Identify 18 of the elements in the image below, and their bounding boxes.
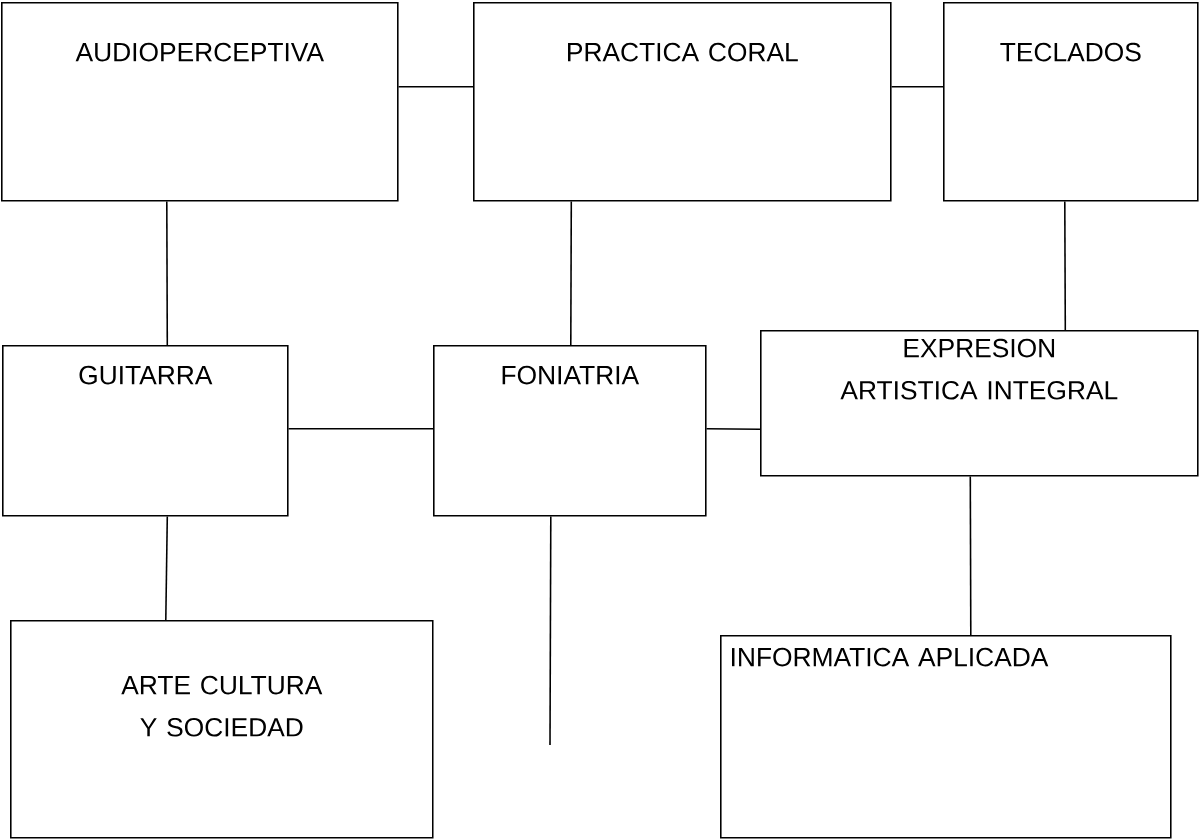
connector-line bbox=[165, 515, 169, 621]
subject-box: GUITARRA bbox=[2, 345, 289, 517]
subject-box: PRACTICA CORAL bbox=[473, 2, 892, 202]
connector-line bbox=[570, 200, 573, 346]
subject-box: FONIATRIA bbox=[433, 345, 707, 517]
connector-line bbox=[705, 428, 761, 431]
subject-box: AUDIOPERCEPTIVA bbox=[1, 2, 399, 202]
connector-line bbox=[287, 428, 434, 430]
connector-line bbox=[969, 475, 972, 636]
connector-line bbox=[549, 515, 552, 746]
subject-box: TECLADOS bbox=[943, 2, 1199, 202]
connector-line bbox=[1064, 200, 1067, 331]
subject-box: INFORMATICA APLICADA bbox=[720, 635, 1172, 839]
connector-line bbox=[397, 86, 474, 88]
subject-box: EXPRESION ARTISTICA INTEGRAL bbox=[760, 330, 1199, 477]
connector-line bbox=[166, 200, 169, 346]
subject-box: ARTE CULTURA Y SOCIEDAD bbox=[10, 620, 434, 839]
connector-line bbox=[890, 86, 944, 88]
